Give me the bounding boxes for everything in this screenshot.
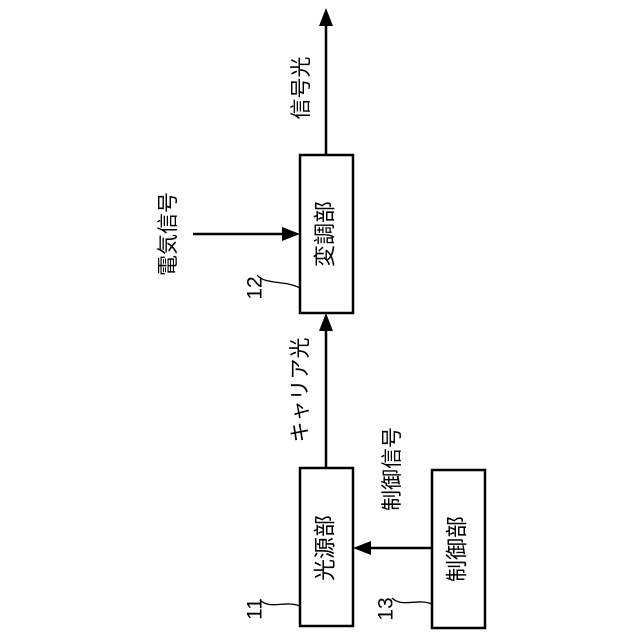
signal-light-arrowhead — [319, 8, 333, 26]
modulator-label: 変調部 — [314, 201, 339, 267]
electric-signal-label: 電気信号 — [156, 192, 180, 276]
control-signal-label: 制御信号 — [380, 427, 404, 511]
controller-label: 制御部 — [446, 516, 471, 582]
electric-signal-arrowhead — [282, 227, 300, 241]
carrier-light-label: キャリア光 — [288, 338, 312, 443]
control-signal-arrowhead — [353, 541, 371, 555]
signal-light-label: 信号光 — [289, 57, 313, 120]
controller-ref-numeral: 13 — [375, 597, 398, 620]
controller-ref-leader — [392, 598, 432, 604]
carrier-light-arrowhead — [319, 313, 333, 331]
light-source-ref-numeral: 11 — [244, 598, 267, 620]
light-source-label: 光源部 — [314, 515, 339, 581]
